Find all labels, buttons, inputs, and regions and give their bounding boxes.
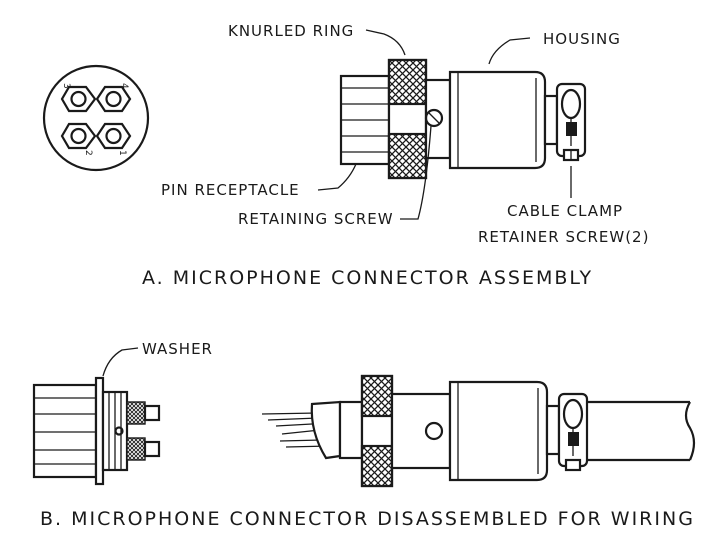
caption-b: B. MICROPHONE CONNECTOR DISASSEMBLED FOR… [40, 508, 695, 530]
housing-body [448, 70, 547, 170]
pin-number-1: 1 [117, 150, 127, 156]
pin-socket-1 [95, 122, 132, 150]
cable-clamp-b [545, 392, 589, 472]
label-cable-clamp-line2: RETAINER SCREW(2) [478, 228, 649, 246]
retaining-screw-head [424, 108, 444, 128]
leader-retaining-screw [400, 125, 432, 220]
label-knurled-ring: KNURLED RING [228, 22, 354, 40]
cable-clamp [543, 82, 587, 162]
connector-disassembled-b [338, 374, 696, 488]
cable-wires [261, 400, 342, 460]
pin-face-view: 3 4 2 1 [42, 64, 150, 172]
connector-assembly-a [339, 58, 587, 180]
pin-number-4: 4 [119, 83, 129, 89]
caption-a: A. MICROPHONE CONNECTOR ASSEMBLY [142, 267, 593, 289]
label-cable-clamp-line1: CABLE CLAMP [507, 202, 623, 220]
pin-number-2: 2 [83, 150, 93, 156]
pin-face-outline [42, 64, 150, 172]
label-washer: WASHER [142, 340, 213, 358]
knurled-ring [387, 58, 428, 180]
knurled-ring-b [360, 374, 394, 488]
label-retaining-screw: RETAINING SCREW [238, 210, 394, 228]
pin-socket-3 [60, 85, 97, 113]
leader-pin-receptacle [317, 163, 357, 191]
leader-washer [102, 347, 139, 377]
leader-knurled-ring [365, 29, 406, 56]
pin-receptacle-body [339, 74, 391, 166]
pin-number-3: 3 [61, 83, 71, 89]
leader-housing [488, 37, 531, 65]
retaining-screw-hole-b [424, 421, 444, 441]
housing-body-b [448, 380, 549, 482]
label-housing: HOUSING [543, 30, 621, 48]
cable-b [587, 400, 696, 462]
pin-receptacle-disassembled [32, 376, 161, 486]
pin-socket-4 [95, 85, 132, 113]
label-pin-receptacle: PIN RECEPTACLE [161, 181, 300, 199]
pin-socket-2 [60, 122, 97, 150]
